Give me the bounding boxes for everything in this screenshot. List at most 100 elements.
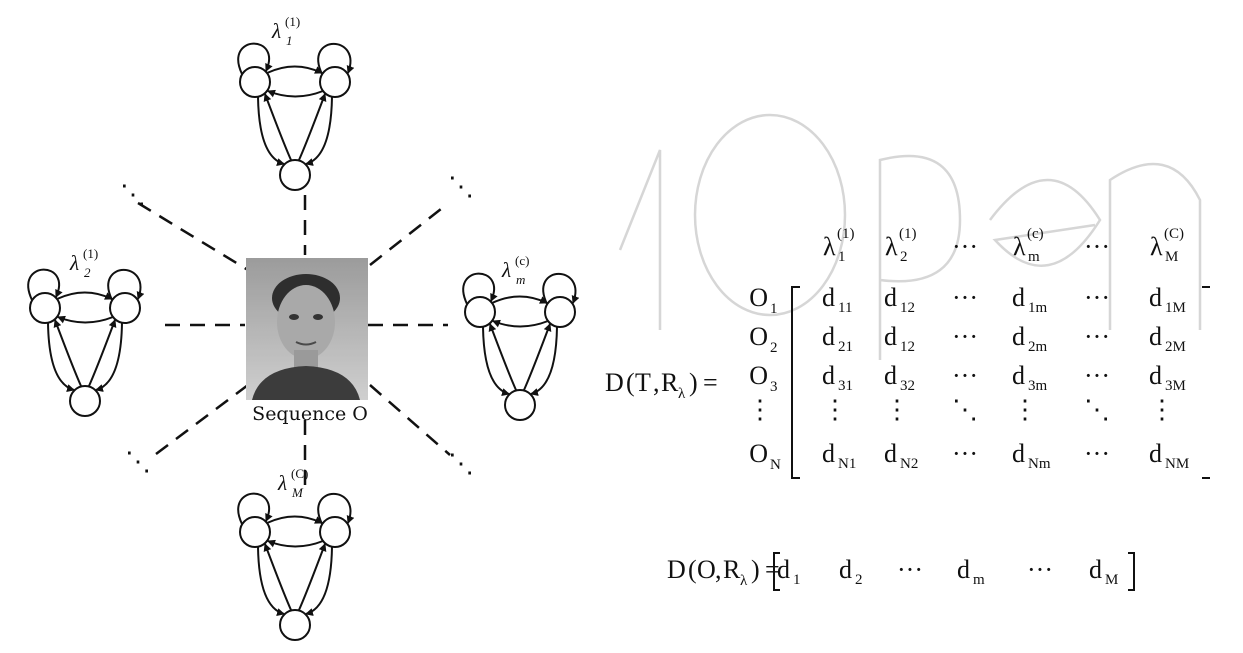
math-text: ) [751,555,760,584]
self-loop-arrow [317,43,355,75]
math-sub: 2 [770,340,778,356]
math-text: ··· [1027,555,1053,584]
hmm-model-bottom: λ (C) M [237,466,355,641]
hmm-state [69,385,101,417]
dashed-spokes [137,195,451,495]
transition-arrow [88,319,117,387]
hmm-state [504,389,536,421]
hmm-model-label-sub: 1 [286,33,293,48]
transition-arrow [267,539,324,548]
hmm-model-label: λ [271,19,281,43]
math-base: d [822,439,835,468]
math-base: d [1149,361,1162,390]
math-base: d [1012,439,1025,468]
background-watermark [618,113,1202,360]
ellipsis-top-left: ⋱ [120,180,146,209]
hmm-state [279,609,311,641]
transition-arrow [530,326,558,396]
math-sub: N2 [900,456,918,472]
matrix-cell: ⋮ [1012,395,1038,424]
transition-arrow [492,319,549,328]
math-text: = [765,555,780,584]
math-sub: 1 [793,572,801,588]
transition-arrow [57,315,114,324]
hmm-model-left: λ(1)2 [27,246,145,417]
math-base: λ [823,232,836,261]
ellipsis-bottom-left: ⋱ [125,447,151,476]
ellipsis-top-right: ⋱ [448,172,474,201]
hmm-model-label-sup: (C) [291,466,308,481]
math-sub: 3 [770,379,778,395]
hmm-model-label-sub: M [291,485,304,500]
math-sub: 2m [1028,339,1048,355]
transition-arrow [523,323,552,391]
vector-entry: ··· [1027,555,1053,584]
math-text: ⋮ [1149,395,1175,424]
hmm-model-label-sup: (c) [515,253,529,268]
matrix-cell: ⋮ [822,395,848,424]
math-sup: (C) [1164,226,1184,242]
hmm-state [544,296,576,328]
math-base: d [822,361,835,390]
math-base: d [1012,283,1025,312]
math-text: ··· [952,232,978,261]
math-sub: m [973,572,985,588]
matrix-cell: ⋮ [884,395,910,424]
math-sub: λ [740,573,748,589]
math-text: T [635,368,651,397]
matrix-column-header: ··· [952,232,978,261]
matrix-cell: ⋱ [1084,395,1110,424]
math-base: O [749,439,768,468]
ellipsis-bottom-right: ⋱ [448,449,474,478]
math-sub: Nm [1028,456,1051,472]
math-base: d [822,322,835,351]
hmm-model-right: λ(c)m [462,253,580,421]
transition-arrow [257,96,285,166]
transition-arrow [53,319,82,387]
math-sub: N [770,457,781,473]
hmm-state [29,292,61,324]
math-base: λ [1013,232,1026,261]
math-text: ( [688,555,697,584]
hmm-model-top: λ(1)1 [237,14,355,191]
math-sub: 2 [855,572,863,588]
math-sub: 11 [838,300,852,316]
matrix-cell: ⋱ [952,395,978,424]
matrix-left-bracket [791,286,800,479]
hmm-state [109,292,141,324]
math-sup: (c) [1027,226,1044,242]
matrix-cell: ··· [952,439,978,468]
math-sub: 12 [900,300,915,316]
math-base: d [1012,322,1025,351]
matrix-cell: ··· [952,283,978,312]
matrix-column-header: ··· [1084,232,1110,261]
math-text: , [653,368,660,397]
math-base: d [839,555,852,584]
math-base: O [749,283,768,312]
ellipsis-dots: ⋱ ⋱ ⋱ ⋱ [120,172,474,478]
math-text: ··· [952,283,978,312]
self-loop-arrow [237,42,273,75]
math-sub: 2M [1165,339,1186,355]
math-text: ··· [1084,232,1110,261]
math-sub: NM [1165,456,1189,472]
vector-left-bracket [773,552,780,591]
math-text: ··· [897,555,923,584]
transition-arrow [298,93,327,161]
transition-arrow [305,96,333,166]
math-base: d [884,439,897,468]
hmm-model-label-sub: 2 [84,265,91,280]
math-sub: m [1028,249,1040,265]
hmm-model-label: λ [277,471,287,495]
math-base: O [749,361,768,390]
